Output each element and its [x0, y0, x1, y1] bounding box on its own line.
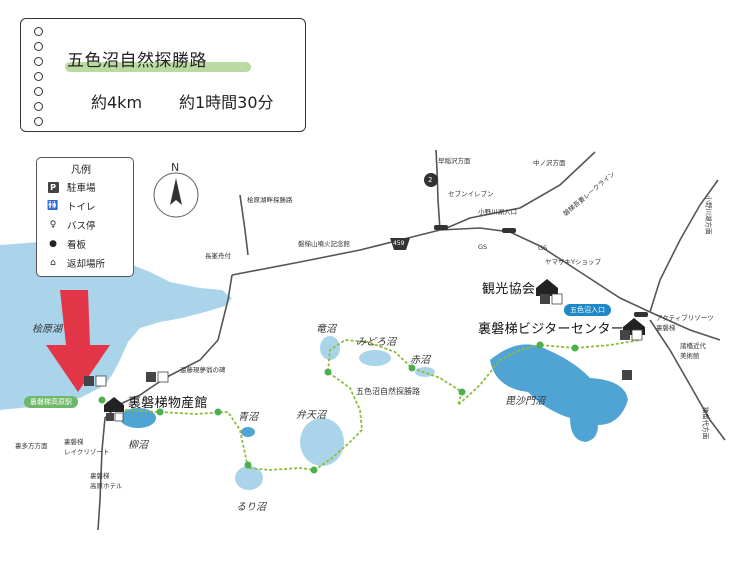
enzo-monument-label: 遠藤現夢翁の碑 — [180, 366, 226, 374]
ao-label: 青沼 — [238, 412, 258, 423]
return-house-icon: ⌂ — [50, 258, 56, 268]
legend-item-label: 看板 — [67, 240, 87, 251]
here-arrow — [46, 290, 110, 392]
card-title: 五色沼自然探勝路 — [67, 51, 207, 71]
kanko-label: 観光協会 — [482, 282, 536, 297]
legend-item-label: 返却場所 — [67, 259, 106, 270]
seven-label: セブンイレブン — [448, 190, 494, 198]
inawashiro-direction-label: 猪苗代方面 — [701, 406, 710, 440]
route-459-label: 459 — [393, 240, 405, 247]
legend: 凡例 P 駐車場 🚻 トイレ ♀ バス停 ● 看板 ⌂ 返却場所 — [36, 157, 134, 277]
binder-ring — [34, 72, 43, 81]
benten-label: 弁天沼 — [296, 410, 326, 421]
onogawa-direction-label: 小野川湖方面 — [704, 195, 713, 235]
aka-label: 赤沼 — [410, 355, 430, 366]
parking-icon: P — [45, 181, 61, 193]
nakanosawa-direction-label: 中ノ沢方面 — [533, 159, 566, 167]
binder-ring — [34, 102, 43, 111]
binder-ring — [34, 42, 43, 51]
toilet-icon: 🚻 — [47, 201, 59, 211]
binder-ring — [34, 27, 43, 36]
legend-item: ♀ バス停 — [45, 218, 96, 232]
urata-direction-label: 裏多方方面 — [15, 442, 48, 450]
tatsu-label: 竜沼 — [316, 324, 336, 335]
nagamine-label: 長峯舟付 — [205, 252, 231, 260]
facility-markers — [84, 293, 643, 422]
ponds — [120, 336, 628, 490]
binder-ring — [34, 117, 43, 126]
goshiki-entrance-badge[interactable]: 五色沼入口 — [564, 304, 611, 316]
legend-item: ⌂ 返却場所 — [45, 256, 105, 270]
card-duration: 約1時間30分 — [179, 93, 274, 112]
binder-ring — [34, 57, 43, 66]
gs2-label: GS — [538, 244, 548, 252]
info-card: 五色沼自然探勝路 約4km 約1時間30分 — [20, 18, 306, 132]
benten-pond — [300, 418, 344, 466]
ruri-label: るり沼 — [236, 502, 266, 513]
legend-item-label: バス停 — [67, 221, 96, 232]
ura-hotel-label: 裏磐梯 高原ホテル — [90, 472, 123, 490]
midoro-label: みどろ沼 — [356, 337, 396, 348]
legend-item-label: トイレ — [67, 202, 96, 213]
yamazaki-label: ヤマザキYショップ — [545, 258, 601, 266]
compass-label: N — [171, 161, 180, 174]
onogawa-entrance-label: 小野川湖入口 — [478, 208, 517, 216]
bandai-memorial-label: 磐梯山噴火記念館 — [298, 240, 350, 248]
compass-rose — [153, 172, 199, 218]
route-2-shield — [424, 173, 438, 187]
legend-item: ● 看板 — [45, 237, 86, 251]
bishamon-pond — [490, 344, 628, 442]
visitor-center-label: 裏磐梯ビジターセンター — [478, 322, 625, 337]
yanagi-label: 柳沼 — [128, 440, 148, 451]
hibara-road-label: 桧原湖畔探勝路 — [247, 196, 293, 204]
midoro-pond — [359, 350, 391, 366]
bussan-label: 裏磐梯物産館 — [128, 396, 208, 411]
bus-stop-icon: ♀ — [49, 220, 57, 230]
trail-path — [101, 339, 641, 471]
ruri-pond — [235, 466, 263, 490]
gs1-label: GS — [478, 243, 488, 251]
route-459-shield — [390, 238, 410, 250]
ao-pond — [241, 427, 255, 437]
traffic-signals — [434, 225, 648, 317]
hibara-lake — [0, 242, 232, 410]
tatsu-pond — [320, 336, 340, 360]
binder-ring — [34, 87, 43, 96]
yanagi-pond — [120, 408, 156, 428]
signboard-dot-icon: ● — [49, 239, 57, 249]
card-distance: 約4km — [91, 93, 143, 112]
ura-lake-resort-label: 裏磐梯 レイクリゾート — [64, 438, 110, 456]
activity-label: アクティブリゾーツ 裏磐梯 — [656, 314, 714, 332]
legend-item: 🚻 トイレ — [45, 199, 96, 213]
morohashi-label: 諸橋近代 美術館 — [680, 342, 706, 360]
bishamon-label: 毘沙門沼 — [505, 396, 545, 407]
route-2-label: 2 — [428, 176, 433, 184]
title-highlight — [65, 62, 251, 72]
trail-nodes — [98, 341, 579, 474]
legend-item-label: 駐車場 — [67, 183, 96, 194]
trail-label: 五色沼自然探勝路 — [356, 387, 420, 396]
legend-title: 凡例 — [71, 165, 91, 176]
hibara-lake-label: 桧原湖 — [32, 324, 62, 335]
hayama-direction-label: 早稲沢方面 — [438, 157, 471, 165]
ura-station-badge[interactable]: 裏磐梯高原駅 — [24, 396, 78, 408]
aka-pond — [415, 367, 435, 377]
legend-item: P 駐車場 — [45, 180, 96, 194]
